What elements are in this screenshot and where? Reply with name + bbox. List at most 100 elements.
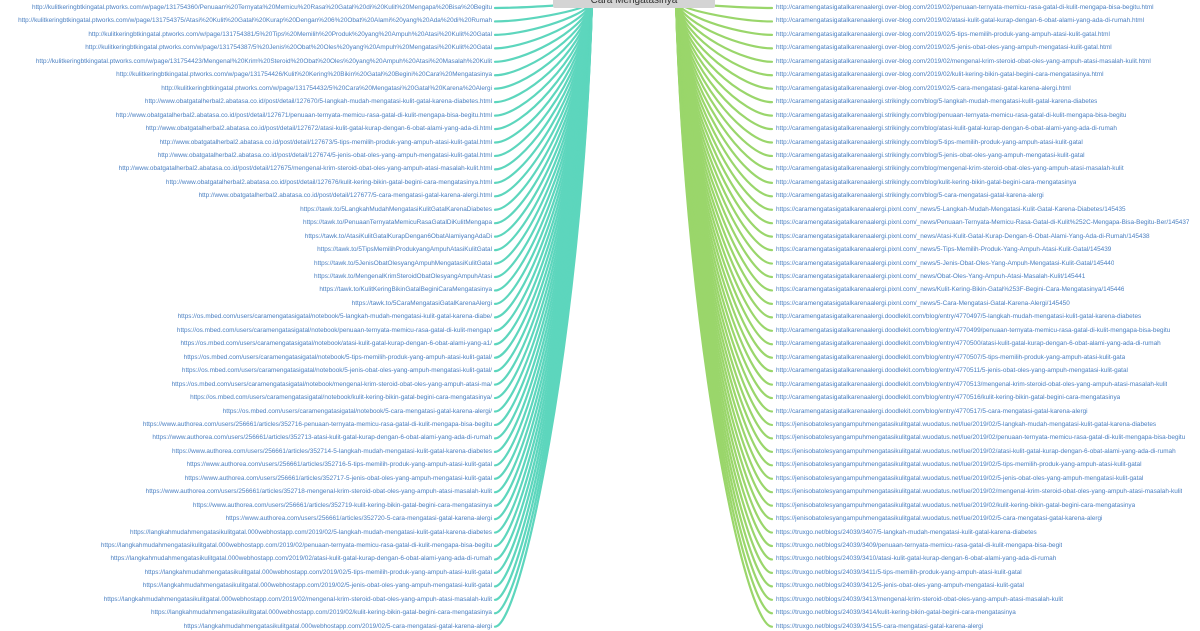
left-link-branch-47 bbox=[493, 0, 594, 628]
right-link-43[interactable]: https://truxgo.net/blogs/24039/3411/5-ti… bbox=[776, 568, 1022, 576]
left-link-22[interactable]: https://tawk.to/KulitKeringBikinGatalBeg… bbox=[319, 286, 492, 294]
left-link-21[interactable]: https://tawk.to/MengenalKrimSteroidObatO… bbox=[314, 273, 492, 280]
left-link-23[interactable]: https://tawk.to/5CaraMengatasiGatalKaren… bbox=[351, 299, 492, 307]
right-link-19[interactable]: https://caramengatasigatalkarenaalergi.p… bbox=[776, 246, 1112, 254]
left-link-32[interactable]: https://www.authorea.com/users/256661/ar… bbox=[142, 420, 492, 428]
right-link-40[interactable]: https://truxgo.net/blogs/24039/3407/5-la… bbox=[776, 528, 1037, 536]
right-link-9[interactable]: http://caramengatasigatalkarenaalergi.st… bbox=[776, 111, 1127, 119]
right-link-26[interactable]: http://caramengatasigatalkarenaalergi.do… bbox=[776, 340, 1161, 348]
left-link-14[interactable]: http://www.obatgatalherbal2.abatasa.co.i… bbox=[165, 178, 492, 186]
right-link-31[interactable]: http://caramengatasigatalkarenaalergi.do… bbox=[776, 407, 1088, 415]
left-link-42[interactable]: https://langkahmudahmengatasikulitgatal.… bbox=[110, 555, 492, 563]
left-link-28[interactable]: https://os.mbed.com/users/caramengatasig… bbox=[181, 367, 492, 375]
left-link-26[interactable]: https://os.mbed.com/users/caramengatasig… bbox=[180, 340, 492, 348]
left-link-2[interactable]: http://kulitkeringbtkingatal.ptworks.com… bbox=[18, 17, 492, 25]
right-link-39[interactable]: https://jenisobatolesyangampuhmengatasik… bbox=[776, 515, 1103, 523]
right-link-3[interactable]: http://caramengatasigatalkarenaalergi.ov… bbox=[776, 30, 1110, 38]
right-link-35[interactable]: https://jenisobatolesyangampuhmengatasik… bbox=[776, 461, 1142, 469]
left-link-40[interactable]: https://langkahmudahmengatasikulitgatal.… bbox=[129, 528, 492, 536]
right-link-38[interactable]: https://jenisobatolesyangampuhmengatasik… bbox=[776, 501, 1136, 509]
left-link-33[interactable]: https://www.authorea.com/users/256661/ar… bbox=[152, 434, 492, 442]
left-link-13[interactable]: http://www.obatgatalherbal2.abatasa.co.i… bbox=[118, 165, 492, 173]
right-link-15[interactable]: http://caramengatasigatalkarenaalergi.st… bbox=[776, 192, 1044, 200]
right-link-37[interactable]: https://jenisobatolesyangampuhmengatasik… bbox=[776, 488, 1183, 496]
right-link-8[interactable]: http://caramengatasigatalkarenaalergi.st… bbox=[776, 98, 1098, 106]
right-link-42[interactable]: https://truxgo.net/blogs/24039/3410/atas… bbox=[776, 555, 1057, 563]
left-link-11[interactable]: http://www.obatgatalherbal2.abatasa.co.i… bbox=[159, 138, 493, 146]
right-link-16[interactable]: https://caramengatasigatalkarenaalergi.p… bbox=[776, 205, 1126, 213]
right-link-36[interactable]: https://jenisobatolesyangampuhmengatasik… bbox=[776, 474, 1144, 482]
right-link-2[interactable]: http://caramengatasigatalkarenaalergi.ov… bbox=[776, 17, 1145, 25]
left-link-20[interactable]: https://tawk.to/5JenisObatOlesyangAmpuhM… bbox=[314, 259, 492, 267]
left-link-10[interactable]: http://www.obatgatalherbal2.abatasa.co.i… bbox=[145, 125, 492, 133]
left-link-34[interactable]: https://www.authorea.com/users/256661/ar… bbox=[171, 447, 492, 455]
left-link-41[interactable]: https://langkahmudahmengatasikulitgatal.… bbox=[100, 542, 492, 549]
right-link-20[interactable]: https://caramengatasigatalkarenaalergi.p… bbox=[776, 259, 1115, 267]
right-link-1[interactable]: http://caramengatasigatalkarenaalergi.ov… bbox=[776, 4, 1154, 11]
right-link-14[interactable]: http://caramengatasigatalkarenaalergi.st… bbox=[776, 178, 1077, 186]
left-link-29[interactable]: https://os.mbed.com/users/caramengatasig… bbox=[171, 380, 492, 388]
right-link-33[interactable]: https://jenisobatolesyangampuhmengatasik… bbox=[776, 434, 1186, 442]
left-link-7[interactable]: http://kulitkeringbtkingatal.ptworks.com… bbox=[161, 84, 492, 92]
left-link-9[interactable]: http://www.obatgatalherbal2.abatasa.co.i… bbox=[115, 111, 492, 119]
right-link-27[interactable]: http://caramengatasigatalkarenaalergi.do… bbox=[776, 353, 1126, 361]
root-node[interactable]: Cara Mengatasinya bbox=[553, 0, 715, 8]
left-link-43[interactable]: https://langkahmudahmengatasikulitgatal.… bbox=[144, 568, 492, 576]
right-link-44[interactable]: https://truxgo.net/blogs/24039/3412/5-je… bbox=[776, 582, 1024, 590]
right-link-5[interactable]: http://caramengatasigatalkarenaalergi.ov… bbox=[776, 57, 1151, 65]
left-link-3[interactable]: http://kulitkeringbtkingatal.ptworks.com… bbox=[88, 30, 492, 38]
left-link-17[interactable]: https://tawk.to/PenuaanTernyataMemicuRas… bbox=[303, 219, 492, 227]
right-link-6[interactable]: http://caramengatasigatalkarenaalergi.ov… bbox=[776, 71, 1104, 79]
left-link-24[interactable]: https://os.mbed.com/users/caramengatasig… bbox=[177, 313, 492, 321]
right-link-4[interactable]: http://caramengatasigatalkarenaalergi.ov… bbox=[776, 44, 1112, 52]
right-link-45[interactable]: https://truxgo.net/blogs/24039/3413/meng… bbox=[776, 595, 1064, 603]
left-link-18[interactable]: https://tawk.to/AtasiKulitGatalKurapDeng… bbox=[304, 232, 492, 240]
left-link-16[interactable]: https://tawk.to/5LangkahMudahMengatasiKu… bbox=[300, 205, 492, 213]
right-link-46[interactable]: https://truxgo.net/blogs/24039/3414/kuli… bbox=[776, 609, 1016, 617]
right-link-29[interactable]: http://caramengatasigatalkarenaalergi.do… bbox=[776, 380, 1168, 388]
left-link-19[interactable]: https://tawk.to/5TipsMemilihProdukyangAm… bbox=[317, 246, 492, 254]
right-link-17[interactable]: https://caramengatasigatalkarenaalergi.p… bbox=[776, 219, 1190, 227]
right-link-34[interactable]: https://jenisobatolesyangampuhmengatasik… bbox=[776, 447, 1176, 455]
left-link-37[interactable]: https://www.authorea.com/users/256661/ar… bbox=[145, 488, 492, 496]
right-link-47[interactable]: https://truxgo.net/blogs/24039/3415/5-ca… bbox=[776, 622, 984, 630]
right-link-branch-6 bbox=[674, 0, 774, 77]
right-link-18[interactable]: https://caramengatasigatalkarenaalergi.p… bbox=[776, 232, 1150, 240]
right-link-13[interactable]: http://caramengatasigatalkarenaalergi.st… bbox=[776, 165, 1124, 173]
right-link-21[interactable]: https://caramengatasigatalkarenaalergi.p… bbox=[776, 273, 1086, 280]
left-link-6[interactable]: http://kulitkeringbtkingatal.ptworks.com… bbox=[116, 71, 492, 79]
left-link-25[interactable]: https://os.mbed.com/users/caramengatasig… bbox=[176, 326, 492, 334]
left-link-30[interactable]: https://os.mbed.com/users/caramengatasig… bbox=[190, 394, 492, 402]
left-link-15[interactable]: http://www.obatgatalherbal2.abatasa.co.i… bbox=[198, 192, 492, 200]
left-link-44[interactable]: https://langkahmudahmengatasikulitgatal.… bbox=[142, 582, 492, 590]
left-link-8[interactable]: http://www.obatgatalherbal2.abatasa.co.i… bbox=[144, 98, 492, 106]
right-link-7[interactable]: http://caramengatasigatalkarenaalergi.ov… bbox=[776, 84, 1071, 92]
right-link-24[interactable]: http://caramengatasigatalkarenaalergi.do… bbox=[776, 313, 1142, 321]
right-link-41[interactable]: https://truxgo.net/blogs/24039/3409/penu… bbox=[776, 542, 1063, 549]
left-link-46[interactable]: https://langkahmudahmengatasikulitgatal.… bbox=[150, 609, 492, 617]
right-link-23[interactable]: https://caramengatasigatalkarenaalergi.p… bbox=[776, 299, 1070, 307]
right-link-30[interactable]: http://caramengatasigatalkarenaalergi.do… bbox=[776, 394, 1121, 402]
left-link-5[interactable]: http://kulitkeringbtkingatal.ptworks.com… bbox=[35, 57, 492, 65]
left-link-35[interactable]: https://www.authorea.com/users/256661/ar… bbox=[186, 461, 492, 469]
left-link-12[interactable]: http://www.obatgatalherbal2.abatasa.co.i… bbox=[157, 151, 492, 159]
right-link-10[interactable]: http://caramengatasigatalkarenaalergi.st… bbox=[776, 125, 1117, 133]
left-link-branch-6 bbox=[493, 0, 594, 77]
left-link-47[interactable]: https://langkahmudahmengatasikulitgatal.… bbox=[183, 622, 492, 630]
left-link-27[interactable]: https://os.mbed.com/users/caramengatasig… bbox=[183, 353, 492, 361]
left-link-39[interactable]: https://www.authorea.com/users/256661/ar… bbox=[225, 515, 492, 523]
left-link-4[interactable]: http://kulitkeringbtkingatal.ptworks.com… bbox=[85, 44, 492, 52]
left-link-36[interactable]: https://www.authorea.com/users/256661/ar… bbox=[184, 474, 492, 482]
right-link-25[interactable]: http://caramengatasigatalkarenaalergi.do… bbox=[776, 326, 1171, 334]
right-link-11[interactable]: http://caramengatasigatalkarenaalergi.st… bbox=[776, 138, 1083, 146]
left-link-38[interactable]: https://www.authorea.com/users/256661/ar… bbox=[192, 501, 492, 509]
left-link-branch-7 bbox=[493, 0, 594, 90]
left-link-31[interactable]: https://os.mbed.com/users/caramengatasig… bbox=[222, 407, 492, 415]
right-link-32[interactable]: https://jenisobatolesyangampuhmengatasik… bbox=[776, 420, 1157, 428]
right-link-22[interactable]: https://caramengatasigatalkarenaalergi.p… bbox=[776, 286, 1125, 294]
right-link-28[interactable]: http://caramengatasigatalkarenaalergi.do… bbox=[776, 367, 1128, 375]
right-link-branch-4 bbox=[674, 0, 774, 50]
right-link-12[interactable]: http://caramengatasigatalkarenaalergi.st… bbox=[776, 151, 1085, 159]
left-link-1[interactable]: http://kulitkeringbtkingatal.ptworks.com… bbox=[31, 4, 492, 11]
left-link-45[interactable]: https://langkahmudahmengatasikulitgatal.… bbox=[103, 595, 492, 603]
